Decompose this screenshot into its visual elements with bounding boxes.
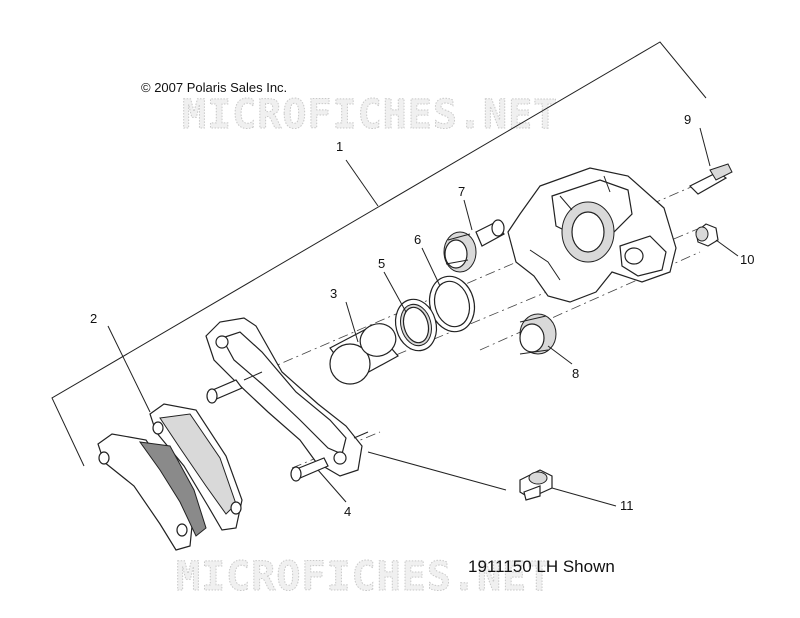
callout-4: 4 (344, 504, 351, 519)
callout-7: 7 (458, 184, 465, 199)
callout-6: 6 (414, 232, 421, 247)
watermark-bottom: MICROFICHES.NET (176, 554, 552, 600)
callout-10: 10 (740, 252, 754, 267)
caliper-bracket (205, 317, 369, 482)
bleeder-screw (688, 163, 733, 195)
copyright-text: © 2007 Polaris Sales Inc. (141, 80, 287, 95)
callout-3: 3 (330, 286, 337, 301)
callout-1: 1 (336, 139, 343, 154)
bleeder-cap (695, 223, 719, 247)
piston (329, 323, 399, 385)
leader-lines (107, 127, 739, 507)
callout-11: 11 (620, 498, 634, 513)
callout-8: 8 (572, 366, 579, 381)
pin-boot-upper (443, 219, 505, 273)
watermark-top: MICROFICHES.NET (182, 92, 558, 138)
piston-seal (428, 275, 476, 333)
drawing-number: 1911150 LH Shown (468, 557, 615, 576)
callout-2: 2 (90, 311, 97, 326)
assembly-bracket (51, 41, 707, 467)
pin-boot-lower (519, 313, 557, 355)
brake-pads (97, 403, 243, 551)
mounting-bolt (519, 469, 553, 501)
callout-5: 5 (378, 256, 385, 271)
dust-seal (394, 298, 438, 352)
callout-9: 9 (684, 112, 691, 127)
caliper-housing (507, 167, 677, 303)
